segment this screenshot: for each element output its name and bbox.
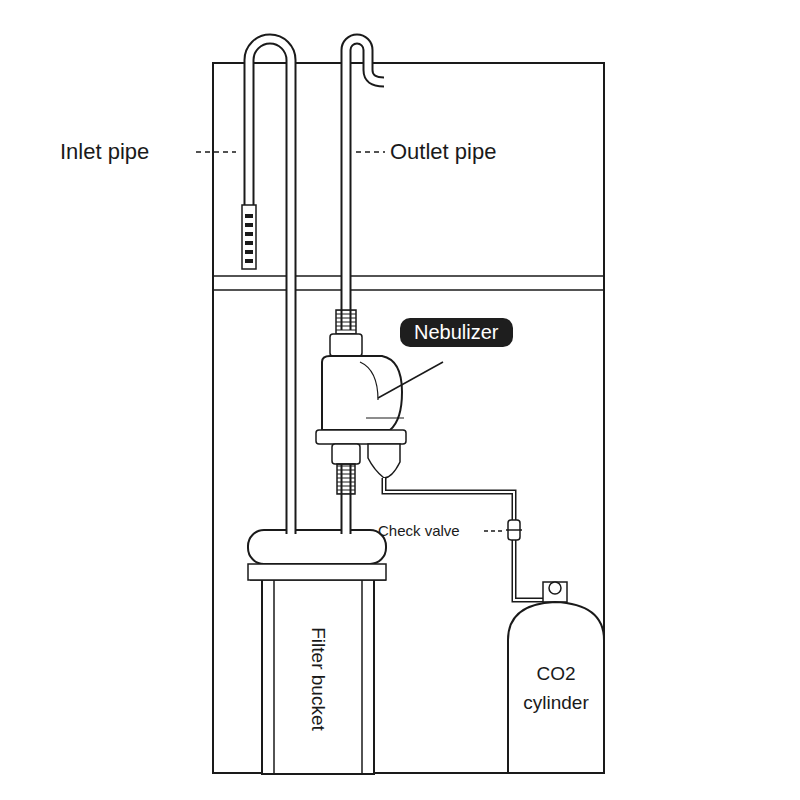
filter-bucket: Filter bucket xyxy=(278,590,358,768)
node-text: CO2 cylinder xyxy=(512,660,600,717)
leader-line xyxy=(484,530,505,532)
aquarium-tank xyxy=(213,63,604,773)
strainer-slot xyxy=(245,241,253,245)
bucket-lid xyxy=(248,530,386,564)
water-line xyxy=(213,289,604,291)
node-text: Nebulizer xyxy=(414,321,499,344)
check-valve-symbol xyxy=(506,529,522,531)
nebulizer-body xyxy=(322,356,402,430)
leader-line xyxy=(356,151,385,153)
leader-line xyxy=(378,362,443,398)
callout-box: Nebulizer xyxy=(400,318,513,347)
nut xyxy=(332,444,360,464)
bucket-rib xyxy=(361,560,363,774)
water-line xyxy=(213,275,604,277)
co2-tube xyxy=(384,478,555,600)
strainer-slots xyxy=(245,214,253,263)
body-edge xyxy=(360,362,378,400)
co2-cylinder-drawing xyxy=(508,582,604,772)
part-label: Outlet pipe xyxy=(390,139,496,165)
nut xyxy=(330,334,362,356)
bucket-rib xyxy=(273,560,275,774)
strainer-slot xyxy=(245,250,253,254)
co2-cylinder: CO2 cylinder xyxy=(512,660,600,717)
hose-barb xyxy=(336,310,356,334)
strainer xyxy=(242,205,256,269)
co2-inlet xyxy=(368,444,400,478)
pipe-outline xyxy=(346,39,384,330)
inlet-pipe-drawing xyxy=(242,39,291,534)
bucket-rim xyxy=(248,564,386,580)
cylinder-valve xyxy=(543,582,567,602)
part-label: Check valve xyxy=(378,522,460,539)
pipe-fill xyxy=(249,39,291,534)
filter-bucket-drawing xyxy=(248,530,386,774)
strainer-slot xyxy=(245,214,253,218)
nebulizer-device xyxy=(316,310,406,494)
diffuser-disc xyxy=(366,418,404,419)
strainer-slot xyxy=(245,259,253,263)
node-text: Filter bucket xyxy=(307,627,329,730)
pipe-outline xyxy=(249,39,291,534)
cylinder-valve xyxy=(549,582,561,594)
cylinder-body xyxy=(508,602,604,772)
hose-barb xyxy=(337,464,355,494)
strainer-slot xyxy=(245,223,253,227)
flange xyxy=(316,430,406,444)
pipe-fill xyxy=(346,39,384,330)
bucket-body xyxy=(262,560,374,774)
part-label: Inlet pipe xyxy=(60,139,149,165)
strainer-slot xyxy=(245,232,253,236)
co2-tube xyxy=(384,478,555,600)
leader-line xyxy=(196,151,236,153)
